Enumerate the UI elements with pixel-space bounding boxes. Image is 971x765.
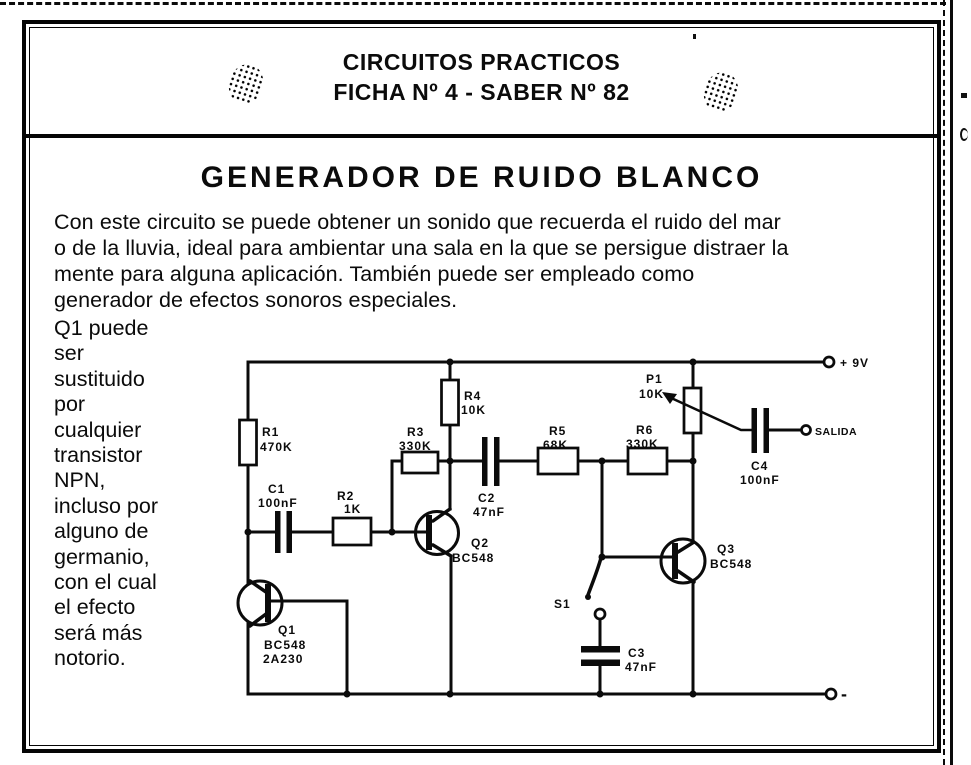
resistor-r2	[331, 516, 373, 547]
transistor-q1	[236, 579, 349, 628]
label-r5-id: R5	[549, 424, 566, 438]
side-note-line: germanio,	[54, 544, 150, 569]
potentiometer-p1	[662, 386, 752, 435]
scan-artifact	[961, 93, 967, 98]
label-r2-value: 1K	[344, 502, 361, 516]
ficha-card-frame	[22, 20, 941, 753]
page-edge-line	[950, 0, 953, 765]
page-title: GENERADOR DE RUIDO BLANCO	[200, 161, 763, 194]
label-q2-id: Q2	[471, 536, 489, 550]
label-q1-value: BC548	[264, 638, 306, 652]
label-c4-value: 100nF	[740, 473, 780, 487]
label-q3-id: Q3	[717, 542, 735, 556]
side-note-line: ser	[54, 341, 84, 366]
resistor-r4	[440, 378, 460, 427]
label-c3-id: C3	[628, 646, 645, 660]
side-note-line: por	[54, 392, 86, 417]
scan-artifact	[693, 34, 696, 39]
side-note-line: será más	[54, 620, 143, 645]
label-r2-id: R2	[337, 489, 354, 503]
right-dashed-cut-line	[943, 0, 945, 765]
side-note-line: alguno de	[54, 519, 149, 544]
card-header: CIRCUITOS PRACTICOS FICHA Nº 4 - SABER N…	[26, 47, 937, 107]
label-r3-id: R3	[407, 425, 424, 439]
side-note-line: transistor	[54, 443, 143, 468]
label-r6-value: 330K	[626, 437, 659, 451]
intro-line: Con este circuito se puede obtener un so…	[54, 210, 781, 234]
label-q1-alt: 2A230	[263, 652, 303, 666]
intro-line: mente para alguna aplicación. También pu…	[54, 262, 695, 286]
side-note-line: el efecto	[54, 595, 136, 620]
side-note-line: notorio.	[54, 646, 126, 671]
label-c3-value: 47nF	[625, 660, 657, 674]
junction-dots	[244, 358, 697, 698]
top-dashed-cut-line	[0, 2, 946, 5]
header-divider	[26, 134, 937, 138]
intro-line: o de la lluvia, ideal para ambientar una…	[54, 236, 789, 260]
label-c2-id: C2	[478, 491, 495, 505]
resistor-r3	[400, 450, 440, 475]
capacitor-c3	[581, 646, 620, 666]
label-r1-id: R1	[262, 425, 279, 439]
label-s1-id: S1	[554, 597, 571, 611]
header-line-1: CIRCUITOS PRACTICOS	[342, 49, 621, 75]
intro-line: generador de efectos sonoros especiales.	[54, 288, 458, 312]
label-r4-value: 10K	[461, 403, 486, 417]
label-c4-id: C4	[751, 459, 768, 473]
resistor-r5	[536, 446, 580, 476]
header-line-2: FICHA Nº 4 - SABER Nº 82	[333, 79, 630, 105]
terminal-salida	[800, 424, 812, 436]
label-salida-terminal: SALIDA	[815, 426, 857, 438]
label-p1-id: P1	[646, 372, 663, 386]
label-r6-id: R6	[636, 423, 653, 437]
transistor-q2	[369, 507, 460, 558]
resistor-r1	[238, 418, 258, 467]
label-negative-terminal: -	[841, 684, 848, 704]
label-q1-id: Q1	[278, 623, 296, 637]
label-r4-id: R4	[464, 389, 481, 403]
capacitor-c4	[751, 408, 769, 453]
label-c1-value: 100nF	[258, 496, 298, 510]
label-q3-value: BC548	[710, 557, 752, 571]
label-r1-value: 470K	[260, 440, 293, 454]
capacitor-c1	[275, 511, 292, 553]
switch-s1	[585, 556, 607, 621]
side-note-line: NPN,	[54, 468, 106, 493]
capacitor-c2	[482, 437, 500, 486]
terminal-9v	[822, 355, 836, 369]
label-r5-value: 68K	[543, 438, 568, 452]
pot-wiper-arrow-icon	[662, 392, 677, 404]
transistor-q3	[600, 537, 707, 585]
label-power-terminal: + 9V	[840, 356, 869, 370]
label-q2-value: BC548	[452, 551, 494, 565]
side-note-line: incluso por	[54, 493, 158, 518]
intro-paragraph: Con este circuito se puede obtener un so…	[54, 209, 916, 313]
side-note-line: cualquier	[54, 417, 142, 442]
label-r3-value: 330K	[399, 439, 432, 453]
scan-artifact	[960, 128, 968, 141]
side-note-line: sustituido	[54, 366, 145, 391]
side-note: Q1 puede ser sustituido por cualquier tr…	[54, 316, 224, 672]
label-p1-value: 10K	[639, 387, 664, 401]
label-c2-value: 47nF	[473, 505, 505, 519]
label-c1-id: C1	[268, 482, 285, 496]
terminal-negative	[824, 687, 838, 701]
side-note-line: con el cual	[54, 570, 157, 595]
side-note-line: Q1 puede	[54, 316, 149, 340]
resistor-r6	[626, 446, 669, 476]
